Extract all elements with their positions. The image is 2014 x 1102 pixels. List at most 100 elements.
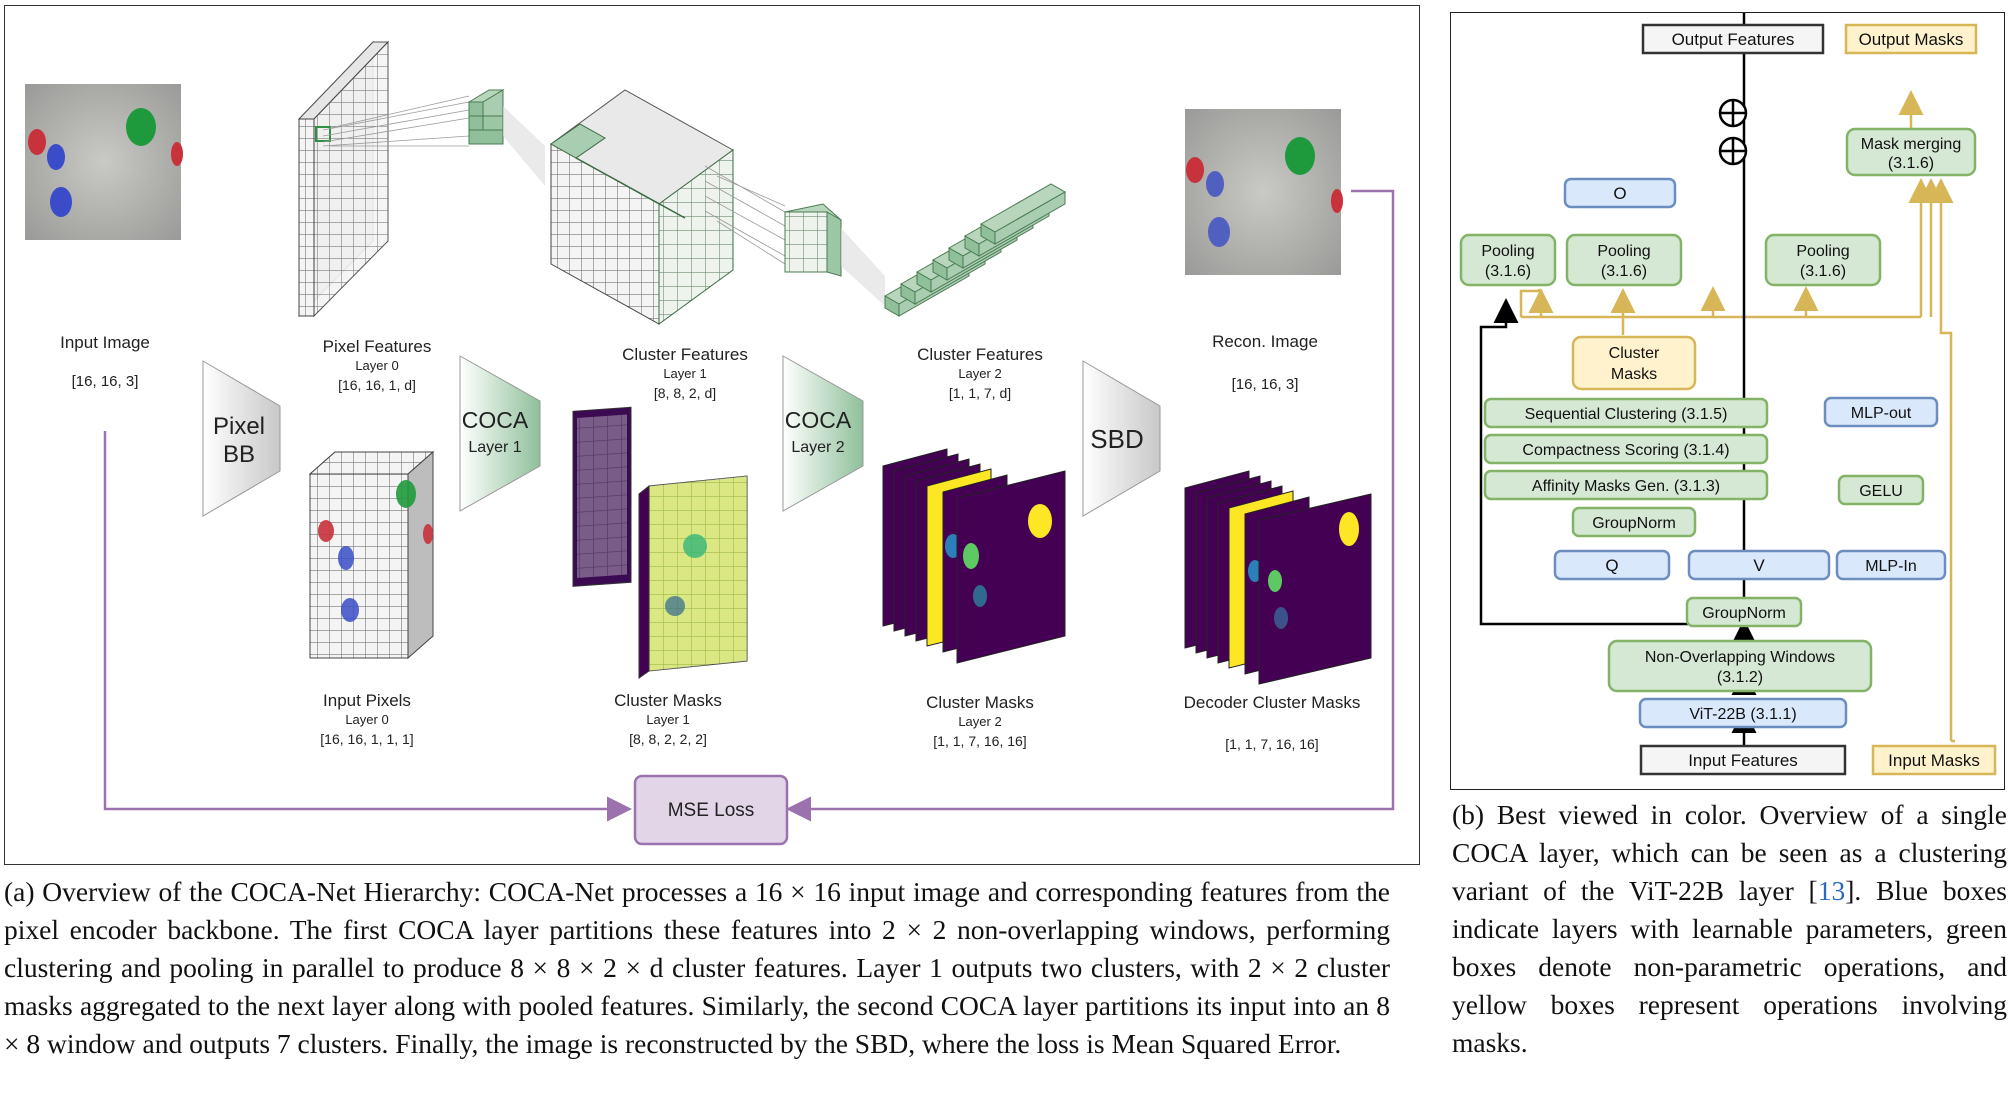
sbd-label: SBD [1090, 424, 1143, 454]
input-masks-label: Input Masks [1888, 751, 1980, 770]
pixel-features-title: Pixel Features [323, 337, 432, 356]
pixel-features-shape: [16, 16, 1, d] [338, 377, 416, 393]
caption-a: (a) Overview of the COCA-Net Hierarchy: … [4, 876, 1390, 1059]
cluster-features-1-title: Cluster Features [622, 345, 748, 364]
cluster-masks-1-layer: Layer 1 [646, 712, 689, 727]
input-image [25, 84, 183, 240]
mse-loss-box [633, 774, 789, 846]
pooling-middle-label-1: Pooling [1597, 243, 1650, 260]
recon-image-title: Recon. Image [1212, 332, 1318, 351]
mlp-out-label: MLP-out [1851, 405, 1912, 422]
decoder-masks-shape: [1, 1, 7, 16, 16] [1225, 736, 1318, 752]
gelu-label: GELU [1859, 483, 1903, 500]
loss-arrow-left [103, 431, 632, 822]
cluster-features-2-layer: Layer 2 [958, 366, 1001, 381]
cluster-features-1-shape: [8, 8, 2, d] [654, 385, 716, 401]
v-projection-box [1687, 549, 1831, 581]
input-pixels-block [308, 450, 435, 660]
affinity-masks-label: Affinity Masks Gen. (3.1.3) [1532, 478, 1720, 495]
pooling-box-middle [1565, 233, 1683, 287]
sequential-clustering-box [1483, 397, 1769, 429]
groupnorm-box-lower [1685, 596, 1803, 628]
output-masks-label: Output Masks [1859, 30, 1964, 49]
q-projection-label: Q [1605, 556, 1618, 575]
projection-shadow-1 [503, 106, 545, 186]
non-overlapping-label-1: Non-Overlapping Windows [1645, 649, 1835, 666]
add-node-bottom [1718, 136, 1748, 166]
loss-arrow-right [786, 189, 1395, 822]
affinity-masks-box [1483, 469, 1769, 501]
pixel-bb-stage: Pixel BB [202, 360, 281, 517]
pooling-middle-label-2: (3.1.6) [1601, 263, 1647, 280]
figure-b: Output Features Output Masks Mask mergin… [1450, 12, 2005, 790]
output-masks-box [1844, 23, 1978, 55]
vit-label: ViT-22B (3.1.1) [1689, 706, 1796, 723]
cluster-features-2-block [883, 183, 1067, 317]
pooling-right-label-2: (3.1.6) [1800, 263, 1846, 280]
mse-loss-label: MSE Loss [668, 800, 755, 821]
cluster-features-1-block [550, 89, 734, 325]
mask-merging-label-1: Mask merging [1861, 136, 1961, 153]
figure-a: Input Image [16, 16, 3] Pixel Features L… [4, 5, 1420, 865]
mask-connectors [1519, 90, 1955, 743]
cluster-masks-1-title: Cluster Masks [614, 691, 722, 710]
compactness-scoring-label: Compactness Scoring (3.1.4) [1522, 442, 1729, 459]
pooling-left-label-2: (3.1.6) [1485, 263, 1531, 280]
output-features-box [1641, 23, 1825, 55]
q-projection-box [1553, 549, 1671, 581]
input-pixels-layer: Layer 0 [345, 712, 388, 727]
pixel-window-cube [467, 89, 505, 145]
caption-b-text-1: (b) Best viewed in color. Overview of a … [1452, 799, 2007, 906]
cluster-masks-2-block [882, 448, 1066, 664]
o-projection-label: O [1613, 184, 1626, 203]
coca-layer-2-label-2: Layer 2 [791, 439, 844, 456]
mask-merging-box [1845, 127, 1977, 177]
cluster-masks-label-2: Masks [1611, 366, 1657, 383]
cluster-features-2-shape: [1, 1, 7, d] [949, 385, 1011, 401]
input-features-box [1639, 744, 1847, 776]
pooling-box-right [1764, 233, 1882, 287]
coca-net-hierarchy-diagram: Input Image [16, 16, 3] Pixel Features L… [25, 40, 1395, 846]
input-features-label: Input Features [1688, 751, 1798, 770]
compactness-scoring-box [1483, 433, 1769, 465]
groupnorm-lower-label: GroupNorm [1702, 605, 1786, 622]
pixel-features-layer: Layer 0 [355, 358, 398, 373]
input-image-title: Input Image [60, 333, 150, 352]
mask-merging-label-2: (3.1.6) [1888, 155, 1934, 172]
cluster-masks-2-shape: [1, 1, 7, 16, 16] [933, 733, 1026, 749]
cluster-masks-label-1: Cluster [1609, 345, 1660, 362]
non-overlapping-label-2: (3.1.2) [1717, 669, 1763, 686]
sbd-stage: SBD [1082, 360, 1161, 517]
coca-layer-1-label-2: Layer 1 [468, 439, 521, 456]
cluster-masks-1-block [572, 406, 748, 679]
cluster-masks-1-shape: [8, 8, 2, 2, 2] [629, 731, 707, 747]
input-masks-box [1871, 744, 1997, 776]
mlp-in-box [1835, 549, 1947, 581]
pixel-bb-label-2: BB [223, 441, 255, 468]
coca-layer-2-stage: COCA Layer 2 [782, 355, 864, 512]
mlp-out-box [1823, 396, 1939, 428]
vit-box [1638, 697, 1848, 729]
pooling-box-left [1459, 233, 1557, 287]
cluster-features-2-title: Cluster Features [917, 345, 1043, 364]
input-pixels-shape: [16, 16, 1, 1, 1] [320, 731, 413, 747]
caption-b-text-2: ]. Blue boxes indicate layers with learn… [1452, 875, 2007, 1058]
cluster-projection-lines [704, 165, 786, 265]
input-pixels-title: Input Pixels [323, 691, 411, 710]
output-features-label: Output Features [1672, 30, 1795, 49]
pixel-features-block [297, 40, 390, 318]
recon-image [1185, 109, 1343, 275]
v-projection-label: V [1753, 556, 1765, 575]
sequential-clustering-label: Sequential Clustering (3.1.5) [1525, 406, 1728, 423]
pixel-bb-label-1: Pixel [213, 413, 265, 440]
add-node-top [1718, 98, 1748, 128]
caption-b-citation[interactable]: 13 [1817, 875, 1846, 906]
cluster-window-cube [783, 203, 843, 277]
o-projection-box [1563, 177, 1677, 209]
pooling-right-label-1: Pooling [1796, 243, 1849, 260]
projection-shadow-2 [841, 228, 885, 306]
input-image-shape: [16, 16, 3] [72, 373, 139, 390]
caption-b: (b) Best viewed in color. Overview of a … [1452, 796, 2007, 1062]
decoder-masks-title: Decoder Cluster Masks [1184, 693, 1361, 712]
cluster-masks-2-layer: Layer 2 [958, 714, 1001, 729]
